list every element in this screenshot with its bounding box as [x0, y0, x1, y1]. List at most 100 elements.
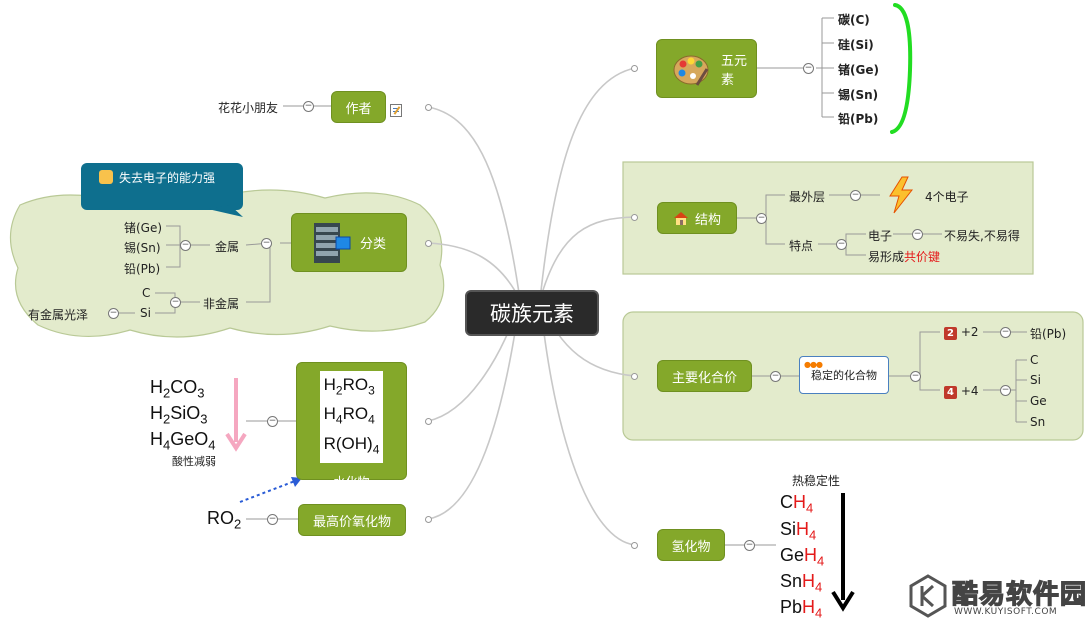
- thumbs-up-icon: [99, 170, 113, 184]
- junction-dot: [425, 240, 432, 247]
- hydrate-formula-box: H2RO3 H4RO4 R(OH)4: [319, 371, 384, 464]
- plus2-label: +2: [960, 325, 979, 339]
- stability-label: 热稳定性: [792, 474, 841, 488]
- nonmetal-item: C: [142, 286, 151, 300]
- collapse-toggle[interactable]: −: [1000, 327, 1011, 338]
- watermark-text: 酷易软件园: [951, 579, 1088, 610]
- element-item: 铅(Pb): [838, 112, 879, 126]
- plus2-item: 铅(Pb): [1030, 327, 1067, 341]
- hydride-formula: SnH4: [780, 571, 823, 595]
- topic-oxide[interactable]: 最高价氧化物: [298, 504, 406, 536]
- feature-label: 特点: [789, 239, 814, 253]
- author-name: 花花小朋友: [218, 101, 279, 115]
- metal-item: 锗(Ge): [124, 221, 163, 235]
- nonmetal-label: 非金属: [203, 297, 240, 311]
- hydride-formula: CH4: [780, 492, 814, 516]
- hydrate-formula: H4RO4: [323, 404, 375, 427]
- green-brace: [890, 3, 913, 134]
- outer-layer-label: 最外层: [789, 190, 826, 204]
- central-topic-label: 碳族元素: [490, 302, 574, 326]
- server-icon: [312, 221, 352, 265]
- author-label: 作者: [345, 101, 372, 117]
- element-item: 锗(Ge): [838, 63, 879, 77]
- watermark-logo-icon: [909, 574, 947, 618]
- collapse-toggle[interactable]: −: [267, 416, 278, 427]
- hydrate-label: 水化物: [333, 475, 370, 490]
- callout-bubble[interactable]: 失去电子的能力强: [81, 163, 243, 210]
- junction-dot: [425, 516, 432, 523]
- junction-dot: [631, 542, 638, 549]
- acid-formula: H2SiO3: [150, 403, 208, 427]
- metal-item: 铅(Pb): [124, 262, 161, 276]
- plus4-item: C: [1030, 353, 1039, 367]
- structure-label: 结构: [694, 212, 721, 228]
- bond-highlight: 共价键: [904, 250, 941, 264]
- five-elements-label: 五元素: [721, 53, 748, 88]
- collapse-toggle[interactable]: −: [108, 308, 119, 319]
- watermark: 酷易软件园 WWW.KUYISOFT.COM: [908, 574, 1088, 620]
- junction-dot: [631, 65, 638, 72]
- collapse-toggle[interactable]: −: [744, 540, 755, 551]
- collapse-toggle[interactable]: −: [912, 229, 923, 240]
- number-2-icon: 2: [944, 327, 957, 340]
- collapse-toggle[interactable]: −: [850, 190, 861, 201]
- plus2-entry: 2 +2: [944, 325, 979, 340]
- number-4-icon: 4: [944, 386, 957, 399]
- plus4-label: +4: [960, 384, 979, 398]
- acid-formula: H4GeO4: [150, 429, 216, 453]
- lightning-icon: [886, 176, 916, 214]
- collapse-toggle[interactable]: −: [1000, 385, 1011, 396]
- collapse-toggle[interactable]: −: [910, 371, 921, 382]
- topic-five-elements[interactable]: 五元素: [656, 39, 757, 98]
- note-icon[interactable]: [390, 104, 402, 117]
- junction-dot: [425, 418, 432, 425]
- electron-label: 电子: [868, 229, 893, 243]
- plus4-entry: 4 +4: [944, 384, 979, 399]
- valence-label: 主要化合价: [671, 370, 737, 386]
- stable-compound-box[interactable]: ●●● 稳定的化合物: [799, 356, 889, 394]
- callout-text: 失去电子的能力强: [119, 171, 216, 185]
- collapse-toggle[interactable]: −: [170, 297, 181, 308]
- outer-layer-value: 4个电子: [925, 190, 969, 204]
- bond-text: 易形成共价键: [868, 248, 940, 265]
- collapse-toggle[interactable]: −: [261, 238, 272, 249]
- topic-valence[interactable]: 主要化合价: [657, 360, 752, 392]
- acid-formula: H2CO3: [150, 377, 205, 401]
- plus4-item: Ge: [1030, 394, 1047, 408]
- metal-item: 锡(Sn): [124, 241, 161, 255]
- collapse-toggle[interactable]: −: [803, 63, 814, 74]
- topic-classify[interactable]: 分类: [291, 213, 407, 272]
- junction-dot: [631, 373, 638, 380]
- more-dots-icon: ●●●: [804, 360, 823, 369]
- hydride-formula: GeH4: [780, 545, 825, 569]
- topic-hydride[interactable]: 氢化物: [657, 529, 725, 561]
- topic-author[interactable]: 作者: [331, 91, 386, 123]
- electron-value: 不易失,不易得: [944, 229, 1020, 243]
- collapse-toggle[interactable]: −: [303, 101, 314, 112]
- classify-label: 分类: [360, 237, 387, 252]
- collapse-toggle[interactable]: −: [836, 239, 847, 250]
- callout-tail: [208, 205, 243, 217]
- element-item: 锡(Sn): [838, 88, 879, 102]
- stable-compound-label: 稳定的化合物: [811, 369, 877, 382]
- element-item: 碳(C): [838, 13, 870, 27]
- collapse-toggle[interactable]: −: [756, 213, 767, 224]
- collapse-toggle[interactable]: −: [267, 514, 278, 525]
- junction-dot: [631, 214, 638, 221]
- plus4-item: Si: [1030, 373, 1041, 387]
- topic-structure[interactable]: 结构: [657, 202, 737, 234]
- collapse-toggle[interactable]: −: [180, 240, 191, 251]
- central-topic[interactable]: 碳族元素: [465, 290, 599, 336]
- oxide-formula: RO2: [207, 508, 242, 532]
- plus4-item: Sn: [1030, 415, 1046, 429]
- collapse-toggle[interactable]: −: [770, 371, 781, 382]
- nonmetal-item: Si: [140, 306, 151, 320]
- bond-prefix: 易形成: [868, 250, 905, 264]
- junction-dot: [425, 104, 432, 111]
- acid-note: 酸性减弱: [172, 455, 216, 468]
- hydride-formula: SiH4: [780, 519, 817, 543]
- home-icon: [673, 211, 689, 225]
- metal-label: 金属: [215, 240, 240, 254]
- hydrate-formula: R(OH)4: [323, 433, 380, 457]
- topic-hydrate[interactable]: H2RO3 H4RO4 R(OH)4 水化物: [296, 362, 407, 489]
